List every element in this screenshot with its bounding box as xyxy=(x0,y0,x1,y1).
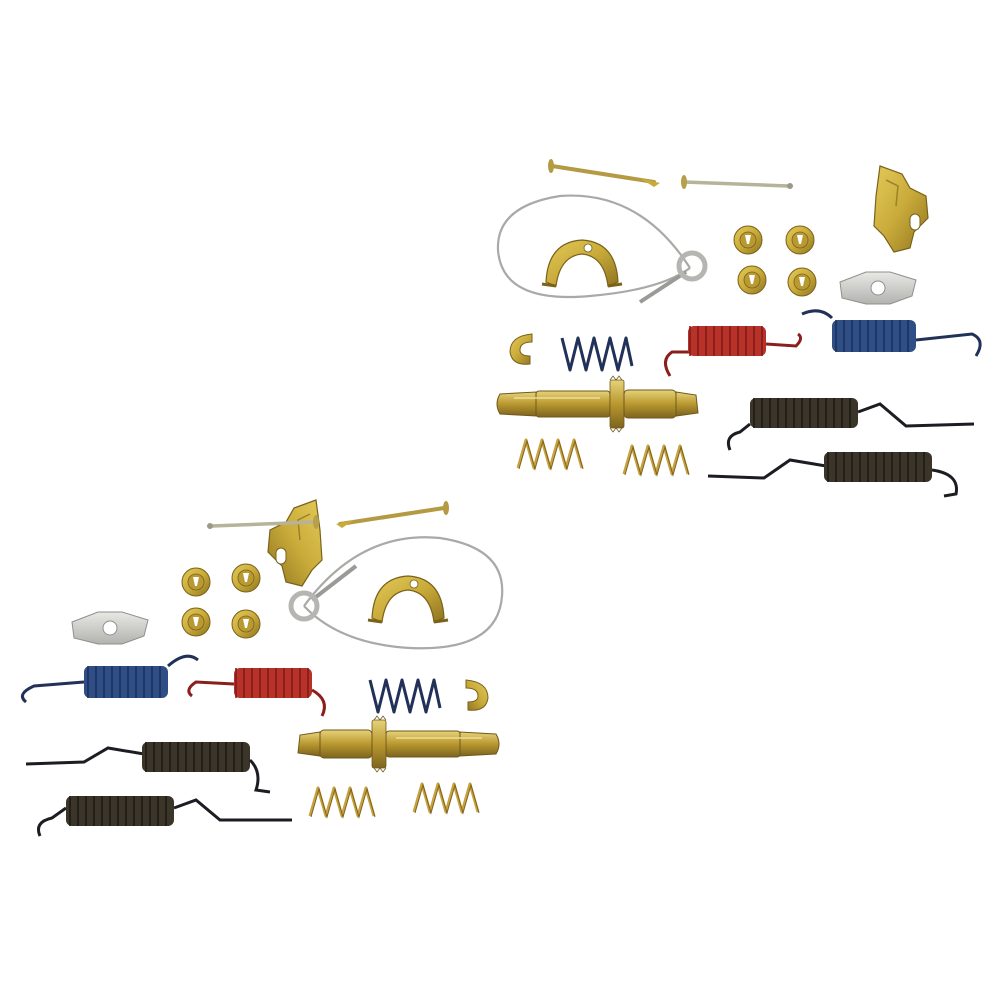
brake-kit-lower-left xyxy=(20,499,504,837)
black-return-spring xyxy=(726,398,975,451)
hold-down-pin xyxy=(336,501,449,528)
adjuster-spring xyxy=(560,336,634,372)
pawl-plate xyxy=(839,271,917,305)
adjuster-screw xyxy=(496,375,699,433)
cable-guide xyxy=(366,574,450,624)
hold-down-cup xyxy=(785,225,815,255)
black-return-spring xyxy=(25,742,271,794)
hold-down-cup xyxy=(181,567,211,597)
retaining-clip xyxy=(509,333,533,365)
red-return-spring xyxy=(187,668,326,717)
black-return-spring xyxy=(707,452,958,498)
adjuster-cable xyxy=(496,194,708,304)
blue-return-spring xyxy=(20,654,199,704)
hold-down-cup xyxy=(787,267,817,297)
hold-down-cup xyxy=(733,225,763,255)
hold-down-pin xyxy=(681,175,793,189)
hold-down-pin xyxy=(207,515,319,529)
brake-kit-upper-right xyxy=(496,159,982,498)
adjuster-lever xyxy=(267,499,323,587)
hold-down-cup xyxy=(231,563,261,593)
cable-guide xyxy=(540,238,624,288)
black-return-spring xyxy=(37,796,292,837)
hold-down-spring xyxy=(308,786,377,819)
hold-down-spring xyxy=(622,444,691,477)
adjuster-lever xyxy=(873,165,929,253)
hold-down-cup xyxy=(231,609,261,639)
red-return-spring xyxy=(664,326,803,377)
hold-down-pin xyxy=(548,159,660,187)
adjuster-spring xyxy=(368,678,442,714)
hold-down-cup xyxy=(181,607,211,637)
adjuster-screw xyxy=(297,715,500,773)
hold-down-spring xyxy=(516,438,585,471)
hold-down-cup xyxy=(737,265,767,295)
retaining-clip xyxy=(465,679,489,711)
pawl-plate xyxy=(71,611,149,645)
blue-return-spring xyxy=(801,309,982,357)
adjuster-cable xyxy=(288,536,504,650)
hold-down-spring xyxy=(412,782,481,815)
